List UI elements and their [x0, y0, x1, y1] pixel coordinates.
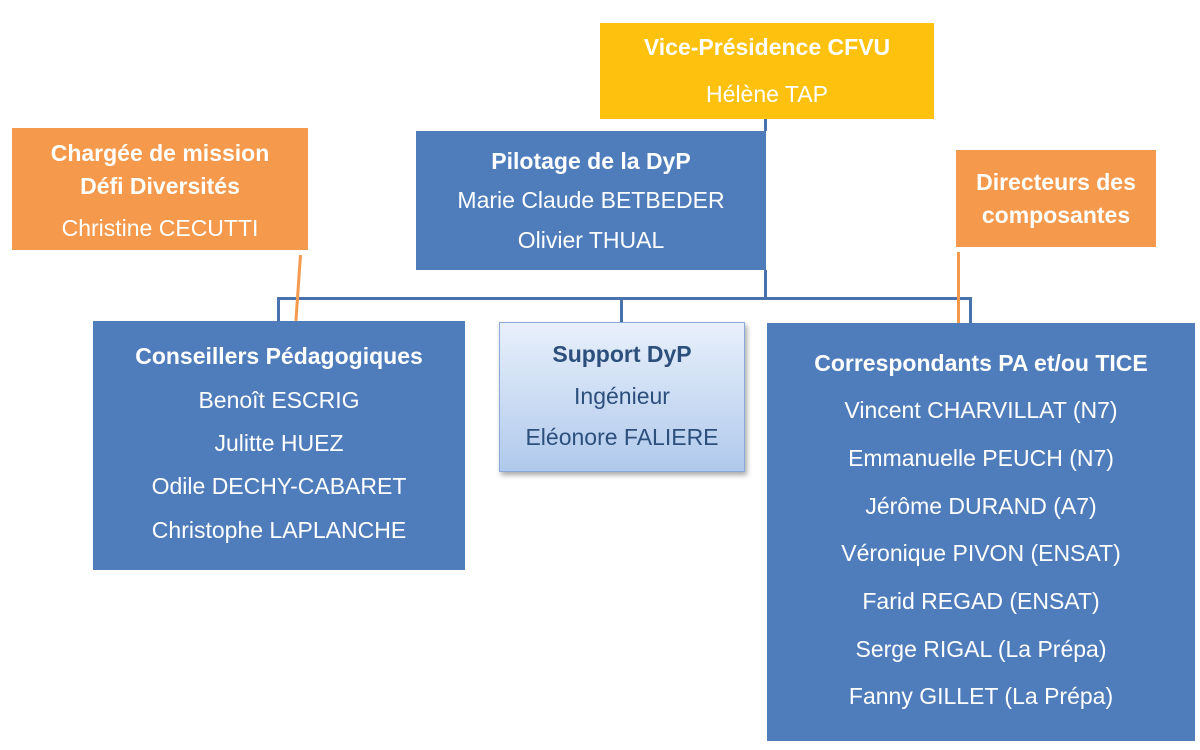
connector-vp-pilotage: [764, 119, 767, 131]
vice-presidence-name: Hélène TAP: [706, 81, 828, 107]
conseiller-member: Christophe LAPLANCHE: [151, 516, 407, 543]
connector-to-correspondants: [969, 297, 972, 323]
conseiller-member: Odile DECHY-CABARET: [151, 473, 407, 500]
vice-presidence-box: Vice-Présidence CFVU Hélène TAP: [600, 23, 934, 119]
support-role: Ingénieur: [574, 382, 670, 409]
connector-to-conseillers: [277, 297, 280, 321]
correspondants-title: Correspondants PA et/ou TICE: [814, 349, 1148, 376]
correspondants-box: Correspondants PA et/ou TICE Vincent CHA…: [767, 323, 1195, 741]
charge-de-mission-title-line: Défi Diversités: [80, 172, 240, 199]
correspondant-member: Véronique PIVON (ENSAT): [841, 540, 1121, 567]
vice-presidence-title: Vice-Présidence CFVU: [643, 34, 891, 60]
correspondant-member: Farid REGAD (ENSAT): [862, 587, 1100, 614]
directeurs-title-line: composantes: [981, 201, 1131, 228]
conseiller-member: Benoît ESCRIG: [198, 386, 360, 413]
conseillers-title: Conseillers Pédagogiques: [135, 343, 423, 370]
charge-de-mission-name: Christine CECUTTI: [61, 214, 259, 241]
pilotage-title: Pilotage de la DyP: [491, 147, 691, 174]
conseiller-member: Julitte HUEZ: [214, 429, 344, 456]
support-name: Eléonore FALIERE: [525, 423, 719, 450]
directeurs-title-line: Directeurs des: [976, 168, 1136, 195]
correspondant-member: Serge RIGAL (La Prépa): [855, 635, 1107, 662]
directeurs-box: Directeurs des composantes: [956, 150, 1156, 247]
pilotage-box: Pilotage de la DyP Marie Claude BETBEDER…: [416, 131, 766, 270]
charge-de-mission-box: Chargée de mission Défi Diversités Chris…: [12, 128, 308, 250]
correspondant-member: Emmanuelle PEUCH (N7): [848, 444, 1114, 471]
connector-to-support: [620, 297, 623, 322]
connector-pilotage-down: [764, 270, 767, 298]
connector-mission-conseillers: [294, 254, 302, 321]
correspondant-member: Fanny GILLET (La Prépa): [848, 683, 1114, 710]
correspondant-member: Jérôme DURAND (A7): [865, 492, 1097, 519]
connector-horizontal-bus: [277, 297, 972, 300]
conseillers-box: Conseillers Pédagogiques Benoît ESCRIG J…: [93, 321, 465, 570]
support-title: Support DyP: [552, 341, 692, 368]
pilotage-member: Olivier THUAL: [517, 226, 665, 253]
correspondant-member: Vincent CHARVILLAT (N7): [844, 397, 1118, 424]
support-box: Support DyP Ingénieur Eléonore FALIERE: [499, 322, 745, 472]
pilotage-member: Marie Claude BETBEDER: [457, 187, 725, 213]
connector-directeurs-correspondants: [957, 252, 960, 323]
charge-de-mission-title-line: Chargée de mission: [50, 139, 270, 166]
